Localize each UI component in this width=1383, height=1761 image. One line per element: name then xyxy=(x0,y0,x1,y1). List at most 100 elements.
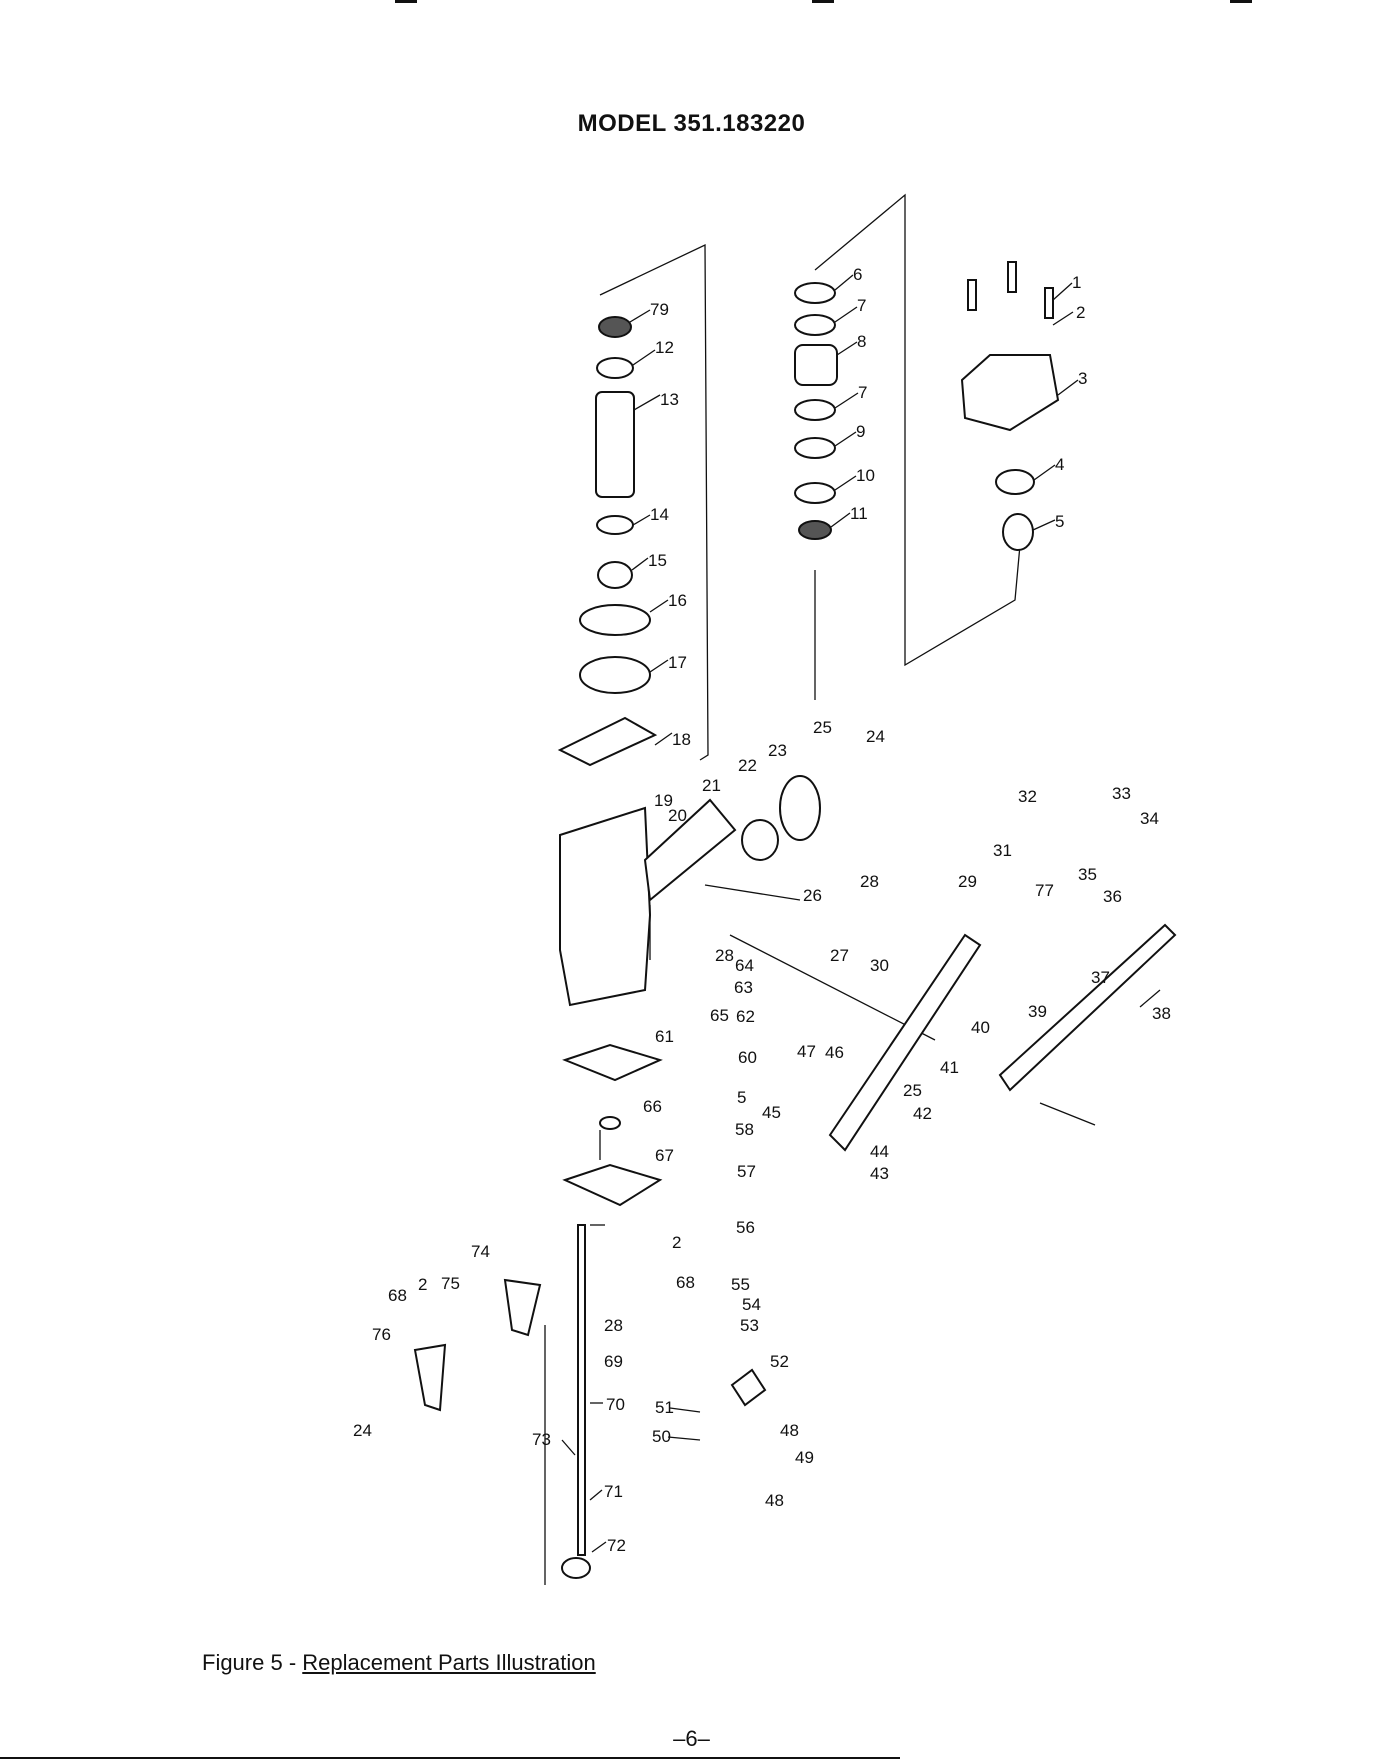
caption-prefix: Figure 5 - xyxy=(202,1650,303,1675)
callout: 74 xyxy=(471,1242,490,1261)
callout: 54 xyxy=(742,1295,761,1314)
callout: 61 xyxy=(655,1027,674,1046)
callout: 22 xyxy=(738,756,757,775)
callout: 35 xyxy=(1078,865,1097,884)
callout: 37 xyxy=(1091,968,1110,987)
callout: 2 xyxy=(418,1275,427,1294)
callout: 40 xyxy=(971,1018,990,1037)
callout: 41 xyxy=(940,1058,959,1077)
callout: 7 xyxy=(858,383,867,402)
callout: 58 xyxy=(735,1120,754,1139)
callout: 19 xyxy=(654,791,673,810)
callout: 27 xyxy=(830,946,849,965)
callout: 11 xyxy=(850,504,868,523)
callout: 31 xyxy=(993,841,1012,860)
callout: 51 xyxy=(655,1398,674,1417)
callout: 1 xyxy=(1072,273,1081,292)
callout: 72 xyxy=(607,1536,626,1555)
callout: 66 xyxy=(643,1097,662,1116)
callout: 44 xyxy=(870,1142,889,1161)
callout: 30 xyxy=(870,956,889,975)
callout: 36 xyxy=(1103,887,1122,906)
part-shapes xyxy=(413,261,1177,1579)
callout: 28 xyxy=(715,946,734,965)
page-title: MODEL 351.183220 xyxy=(577,110,806,137)
callout: 49 xyxy=(795,1448,814,1467)
callout: 23 xyxy=(768,741,787,760)
callout: 20 xyxy=(668,806,687,825)
callout: 38 xyxy=(1152,1004,1171,1023)
callout: 17 xyxy=(668,653,687,672)
callout: 32 xyxy=(1018,787,1037,806)
figure-caption: Figure 5 - Replacement Parts Illustratio… xyxy=(202,1650,596,1676)
callout: 53 xyxy=(740,1316,759,1335)
callout: 2 xyxy=(672,1233,681,1252)
callout: 16 xyxy=(668,591,687,610)
callout: 79 xyxy=(650,300,669,319)
callout: 34 xyxy=(1140,809,1159,828)
callout: 77 xyxy=(1035,881,1054,900)
callout: 64 xyxy=(735,956,754,975)
callout: 28 xyxy=(604,1316,623,1335)
callout: 5 xyxy=(1055,512,1064,531)
callout: 29 xyxy=(958,872,977,891)
assembly-lines xyxy=(544,193,1021,1585)
callout: 25 xyxy=(813,718,832,737)
callout: 48 xyxy=(765,1491,784,1510)
callout: 28 xyxy=(860,872,879,891)
callout: 47 xyxy=(797,1042,816,1061)
callout: 63 xyxy=(734,978,753,997)
callout: 42 xyxy=(913,1104,932,1123)
callout: 5 xyxy=(737,1088,746,1107)
callout: 52 xyxy=(770,1352,789,1371)
callout: 73 xyxy=(532,1430,551,1449)
callout: 43 xyxy=(870,1164,889,1183)
callout: 7 xyxy=(857,296,866,315)
callout: 24 xyxy=(353,1421,372,1440)
callout: 21 xyxy=(702,776,721,795)
callout: 12 xyxy=(655,338,674,357)
callout: 65 xyxy=(710,1006,729,1025)
callout: 24 xyxy=(866,727,885,746)
callout: 48 xyxy=(780,1421,799,1440)
callout: 8 xyxy=(857,332,866,351)
callout: 4 xyxy=(1055,455,1064,474)
callout: 50 xyxy=(652,1427,671,1446)
callout: 70 xyxy=(606,1395,625,1414)
callout: 3 xyxy=(1078,369,1087,388)
callout: 39 xyxy=(1028,1002,1047,1021)
callout: 67 xyxy=(655,1146,674,1165)
callout: 46 xyxy=(825,1043,844,1062)
callout: 60 xyxy=(738,1048,757,1067)
page-number: –6– xyxy=(673,1726,710,1751)
callout: 55 xyxy=(731,1275,750,1294)
callout: 15 xyxy=(648,551,667,570)
callout: 6 xyxy=(853,265,862,284)
callout: 56 xyxy=(736,1218,755,1237)
callout: 76 xyxy=(372,1325,391,1344)
callout: 9 xyxy=(856,422,865,441)
callout: 69 xyxy=(604,1352,623,1371)
caption-title: Replacement Parts Illustration xyxy=(302,1650,596,1675)
callout: 2 xyxy=(1076,303,1085,322)
callout: 18 xyxy=(672,730,691,749)
bottom-rule xyxy=(0,1757,900,1759)
callout: 13 xyxy=(660,390,679,409)
callout: 10 xyxy=(856,466,875,485)
callout: 68 xyxy=(388,1286,407,1305)
callout: 25 xyxy=(903,1081,922,1100)
callout-labels: 79 12 13 14 15 16 17 18 19 20 21 22 23 2… xyxy=(353,265,1171,1555)
callout: 45 xyxy=(762,1103,781,1122)
callout: 62 xyxy=(736,1007,755,1026)
callout: 71 xyxy=(604,1482,623,1501)
callout: 26 xyxy=(803,886,822,905)
callout: 68 xyxy=(676,1273,695,1292)
scan-marks xyxy=(395,0,1252,3)
leader-lines xyxy=(561,274,1161,1553)
callout: 57 xyxy=(737,1162,756,1181)
callout: 14 xyxy=(650,505,669,524)
callout: 75 xyxy=(441,1274,460,1293)
callout: 33 xyxy=(1112,784,1131,803)
